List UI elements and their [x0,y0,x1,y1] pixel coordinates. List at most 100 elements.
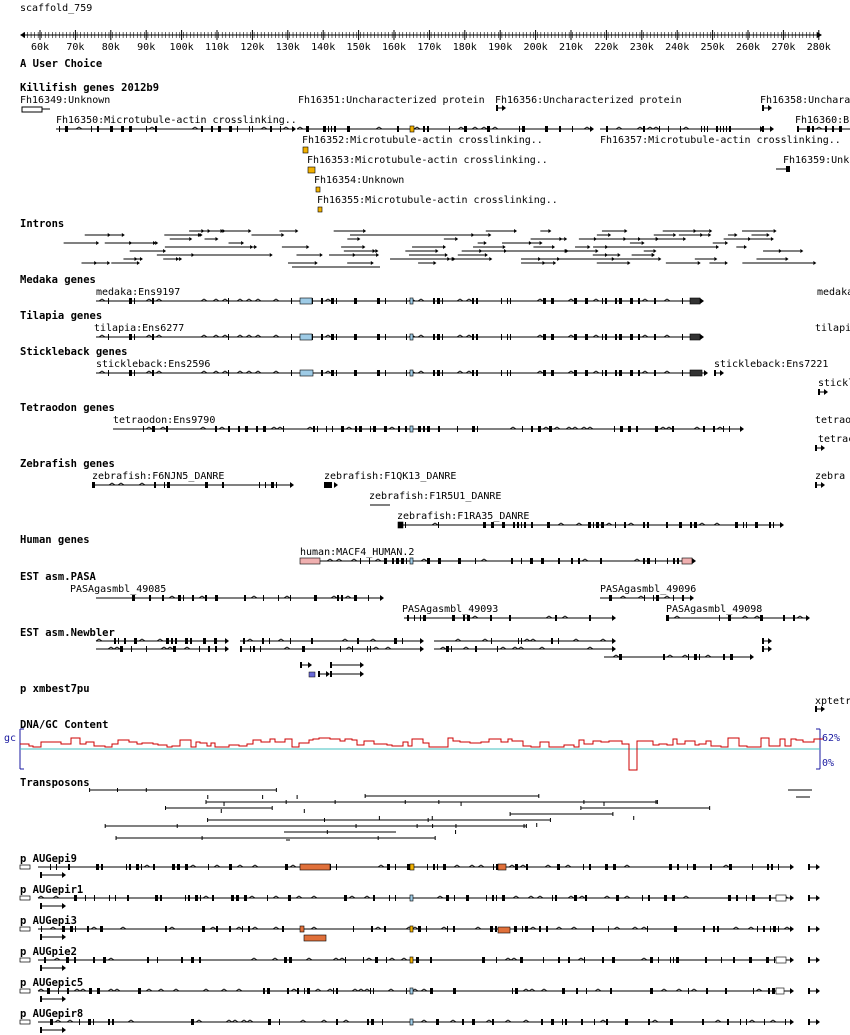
track-title-augpie2[interactable]: p AUGpie2 [20,946,77,958]
exon-block [50,1019,53,1025]
track-title-pasa[interactable]: EST asm.PASA [20,571,96,583]
gene-model [434,646,616,652]
track-title-killifish[interactable]: Killifish genes 2012b9 [20,82,160,94]
intron-caret [75,126,83,130]
exon-block [282,926,284,932]
exon-block [716,126,718,132]
gene-label[interactable]: xptetr [815,696,850,707]
exon-block [616,895,619,901]
gene-model [296,125,594,133]
gene-label[interactable]: PASAgasmbl_49096 [600,584,697,595]
track-title-tilapia[interactable]: Tilapia genes [20,310,103,322]
strand-arrow [326,671,330,677]
exon-block [615,334,617,340]
gene-label[interactable]: Fh16360:B [795,115,850,126]
gene-label[interactable]: PASAgasmbl_49098 [666,604,763,615]
colored-exon [299,925,305,933]
track-title-augepic5[interactable]: p AUGepic5 [20,977,84,989]
track-title-medaka[interactable]: Medaka genes [20,274,96,286]
exon-block [129,298,132,304]
track-title-stickleback[interactable]: Stickleback genes [20,346,128,358]
strand-arrow [306,245,310,249]
track-title-augepir1[interactable]: p AUGepir1 [20,884,84,896]
gene-label[interactable]: stickleback:Ens7221 [714,359,829,370]
gene-model [299,557,696,565]
intron-caret [722,864,730,868]
gene-label[interactable]: tetraodon:Ens9790 [113,415,216,426]
exon-block [228,298,229,304]
intron-caret [637,595,645,599]
track-title-transposons[interactable]: Transposons [20,777,90,789]
exon-block [108,334,109,340]
strand-arrow [768,638,772,644]
gene-label[interactable]: tetrao [815,415,850,426]
strand-arrow [292,126,296,132]
gene-label[interactable]: Fh16356:Uncharacterized protein [495,95,682,106]
exon-block [229,864,232,870]
gene-model [600,595,694,601]
exon-block [166,426,168,432]
exon-block [521,522,522,528]
gene-label[interactable]: zebrafish:F6NJN5_DANRE [92,471,225,482]
gene-label[interactable]: tilapia:Ens6277 [94,323,185,334]
gene-label[interactable]: Fh16355:Microtubule-actin crosslinking.. [317,195,558,206]
gene-label[interactable]: stickleback:Ens2596 [96,359,211,370]
exon-block [643,558,645,564]
gene-label[interactable]: zebrafish:F1QK13_DANRE [324,471,457,482]
exon-block [766,957,769,963]
track-title-zebrafish[interactable]: Zebrafish genes [20,458,115,470]
exon-block [585,334,588,340]
track-title-human[interactable]: Human genes [20,534,90,546]
exon-block [433,334,435,340]
ruler-tick-label: 150k [347,42,371,53]
gene-label[interactable]: zebrafish:F1RA35_DANRE [397,511,530,522]
track-title-introns[interactable]: Introns [20,218,65,230]
strand-arrow [504,249,508,253]
intron-caret [504,1019,512,1023]
exon-block [242,926,243,932]
track-title-augepi9[interactable]: p AUGepi9 [20,853,77,865]
intron-caret [37,895,45,899]
gene-label[interactable]: medaka:Ens9197 [96,287,181,298]
strand-arrow [360,671,364,677]
intron-caret [52,895,60,899]
gene-label[interactable]: tilapia [815,323,850,334]
exon-block [67,988,69,994]
intron-caret [138,638,146,642]
strand-arrow [813,261,817,265]
gene-label[interactable]: Fh16359:Unkn [783,155,850,166]
intron-caret [545,615,553,619]
strand-arrow [207,229,211,233]
gene-label[interactable]: Fh16354:Unknown [314,175,405,186]
gene-label[interactable]: PASAgasmbl_49085 [70,584,167,595]
gene-label[interactable]: Fh16357:Microtubule-actin crosslinking.. [600,135,841,146]
track-title-newbler[interactable]: EST asm.Newbler [20,627,115,639]
track-title-tetraodon[interactable]: Tetraodon genes [20,402,115,414]
gene-label[interactable]: human:MACF4_HUMAN.2 [300,547,415,558]
gene-label[interactable]: Fh16353:Microtubule-actin crosslinking.. [307,155,548,166]
ruler-tick-label: 120k [240,42,264,53]
exon-block [353,926,354,932]
gene-label[interactable]: stickl [818,378,850,389]
gene-label[interactable]: Fh16349:Unknown [20,95,111,106]
exon-block [757,926,758,932]
strand-arrow [334,482,338,488]
track-title-xmbest[interactable]: p xmbest7pu [20,683,90,695]
track-title-gc[interactable]: DNA/GC Content [20,719,109,731]
gene-label[interactable]: Fh16350:Microtubule-actin crosslinking.. [56,115,297,126]
intron-caret [200,370,208,374]
track-title-augepi3[interactable]: p AUGepi3 [20,915,77,927]
gene-label[interactable]: tetrac [818,434,850,445]
gene-label[interactable]: zebrafish:F1R5U1_DANRE [369,491,502,502]
gene-label[interactable]: PASAgasmbl_49093 [402,604,499,615]
gene-label[interactable]: Fh16352:Microtubule-actin crosslinking.. [302,135,543,146]
exon-block [243,638,245,644]
strand-arrow [107,261,111,265]
gene-label[interactable]: medaka [817,287,850,298]
gene-label[interactable]: Fh16351:Uncharacterized protein [298,95,485,106]
strand-arrow [314,261,318,265]
track-title-augepir8[interactable]: p AUGepir8 [20,1008,84,1020]
gene-label[interactable]: Fh16358:Uncharac [760,95,850,106]
track-title-user-choice[interactable]: A User Choice [20,58,103,70]
gene-label[interactable]: zebra [815,471,846,482]
